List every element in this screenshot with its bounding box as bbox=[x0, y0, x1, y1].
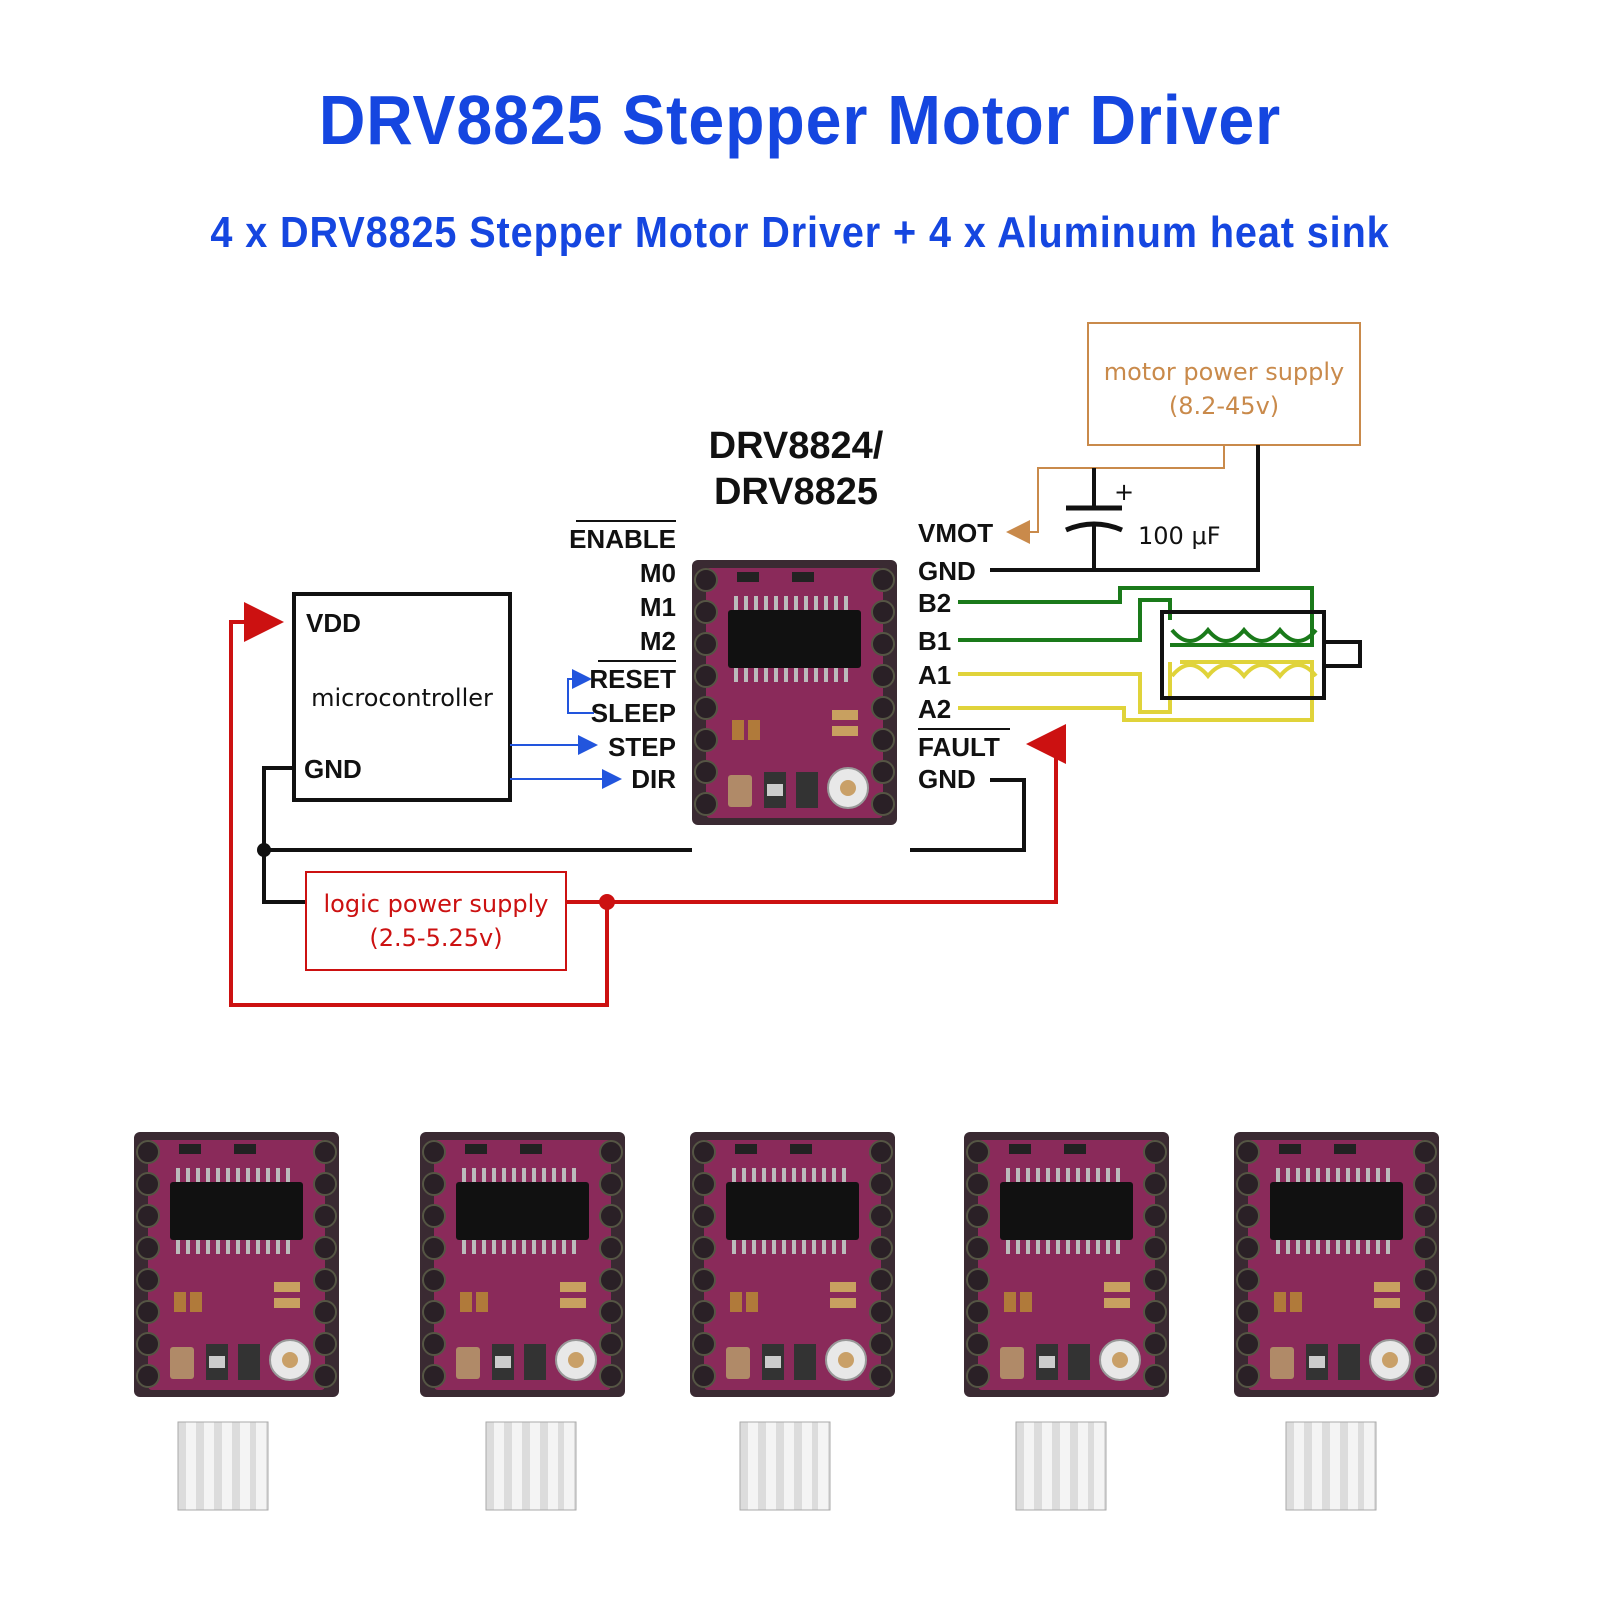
pin-label-step: STEP bbox=[608, 732, 676, 762]
pin-label-m2: M2 bbox=[640, 626, 676, 656]
mcu-gnd-label: GND bbox=[304, 754, 362, 784]
wire-a1 bbox=[958, 662, 1172, 714]
chip-label-line1: DRV8824/ bbox=[709, 425, 884, 467]
capacitor-value: 100 μF bbox=[1138, 522, 1221, 550]
pin-label-reset: RESET bbox=[589, 664, 676, 694]
stepper-motor bbox=[1160, 610, 1326, 700]
pin-label-enable: ENABLE bbox=[569, 524, 676, 554]
pin-label-b1: B1 bbox=[918, 626, 951, 656]
pin-label-m1: M1 bbox=[640, 592, 676, 622]
chip-label-line2: DRV8825 bbox=[714, 471, 878, 513]
motor-gnd-wire bbox=[990, 445, 1260, 572]
logic-supply-voltage: (2.5-5.25v) bbox=[369, 924, 502, 952]
product-driver-2 bbox=[419, 1131, 626, 1398]
mcu-vdd-label: VDD bbox=[306, 608, 361, 638]
logic-supply-label: logic power supply bbox=[324, 890, 549, 918]
coil-b bbox=[1170, 626, 1318, 643]
vmot-wire bbox=[1006, 445, 1225, 544]
mcu-label: microcontroller bbox=[311, 684, 493, 712]
wire-b2 bbox=[958, 586, 1314, 647]
pin-label-b2: B2 bbox=[918, 588, 951, 618]
product-driver-1 bbox=[133, 1131, 340, 1398]
fault-pullup-wire bbox=[566, 724, 1066, 904]
motor-supply-label: motor power supply bbox=[1104, 358, 1345, 386]
pin-label-a2: A2 bbox=[918, 694, 951, 724]
gnd-wire-right bbox=[910, 778, 1026, 852]
product-driver-5 bbox=[1233, 1131, 1440, 1398]
heatsink-5 bbox=[1285, 1421, 1377, 1511]
capacitor-curved-plate bbox=[1065, 521, 1123, 533]
capacitor-polarity: + bbox=[1114, 478, 1134, 506]
microcontroller-box bbox=[292, 592, 512, 802]
heatsink-4 bbox=[1015, 1421, 1107, 1511]
pin-label-vmot: VMOT bbox=[918, 518, 993, 548]
coil-a bbox=[1170, 663, 1318, 680]
pin-label-fault: FAULT bbox=[918, 732, 1000, 762]
pin-label-sleep: SLEEP bbox=[591, 698, 676, 728]
heatsink-2 bbox=[485, 1421, 577, 1511]
logic-supply-box bbox=[305, 871, 567, 971]
heatsink-3 bbox=[739, 1421, 831, 1511]
pin-label-dir: DIR bbox=[631, 764, 676, 794]
pin-label-a1: A1 bbox=[918, 660, 951, 690]
gnd-junction bbox=[257, 843, 271, 857]
vdd-wire bbox=[229, 602, 609, 1007]
pin-label-m0: M0 bbox=[640, 558, 676, 588]
heatsink-1 bbox=[177, 1421, 269, 1511]
pin-label-gnd-motor: GND bbox=[918, 556, 976, 586]
page-title: DRV8825 Stepper Motor Driver bbox=[318, 81, 1282, 159]
wire-b1 bbox=[958, 598, 1172, 642]
reset-sleep-link bbox=[567, 669, 594, 714]
driver-board-main bbox=[691, 559, 898, 826]
page-subtitle: 4 x DRV8825 Stepper Motor Driver + 4 x A… bbox=[210, 208, 1390, 257]
gnd-wire-left bbox=[262, 766, 306, 904]
motor-shaft bbox=[1322, 640, 1362, 668]
product-driver-4 bbox=[963, 1131, 1170, 1398]
product-driver-3 bbox=[689, 1131, 896, 1398]
motor-supply-voltage: (8.2-45v) bbox=[1169, 392, 1279, 420]
pin-label-gnd-logic: GND bbox=[918, 764, 976, 794]
wire-a2 bbox=[958, 660, 1314, 722]
